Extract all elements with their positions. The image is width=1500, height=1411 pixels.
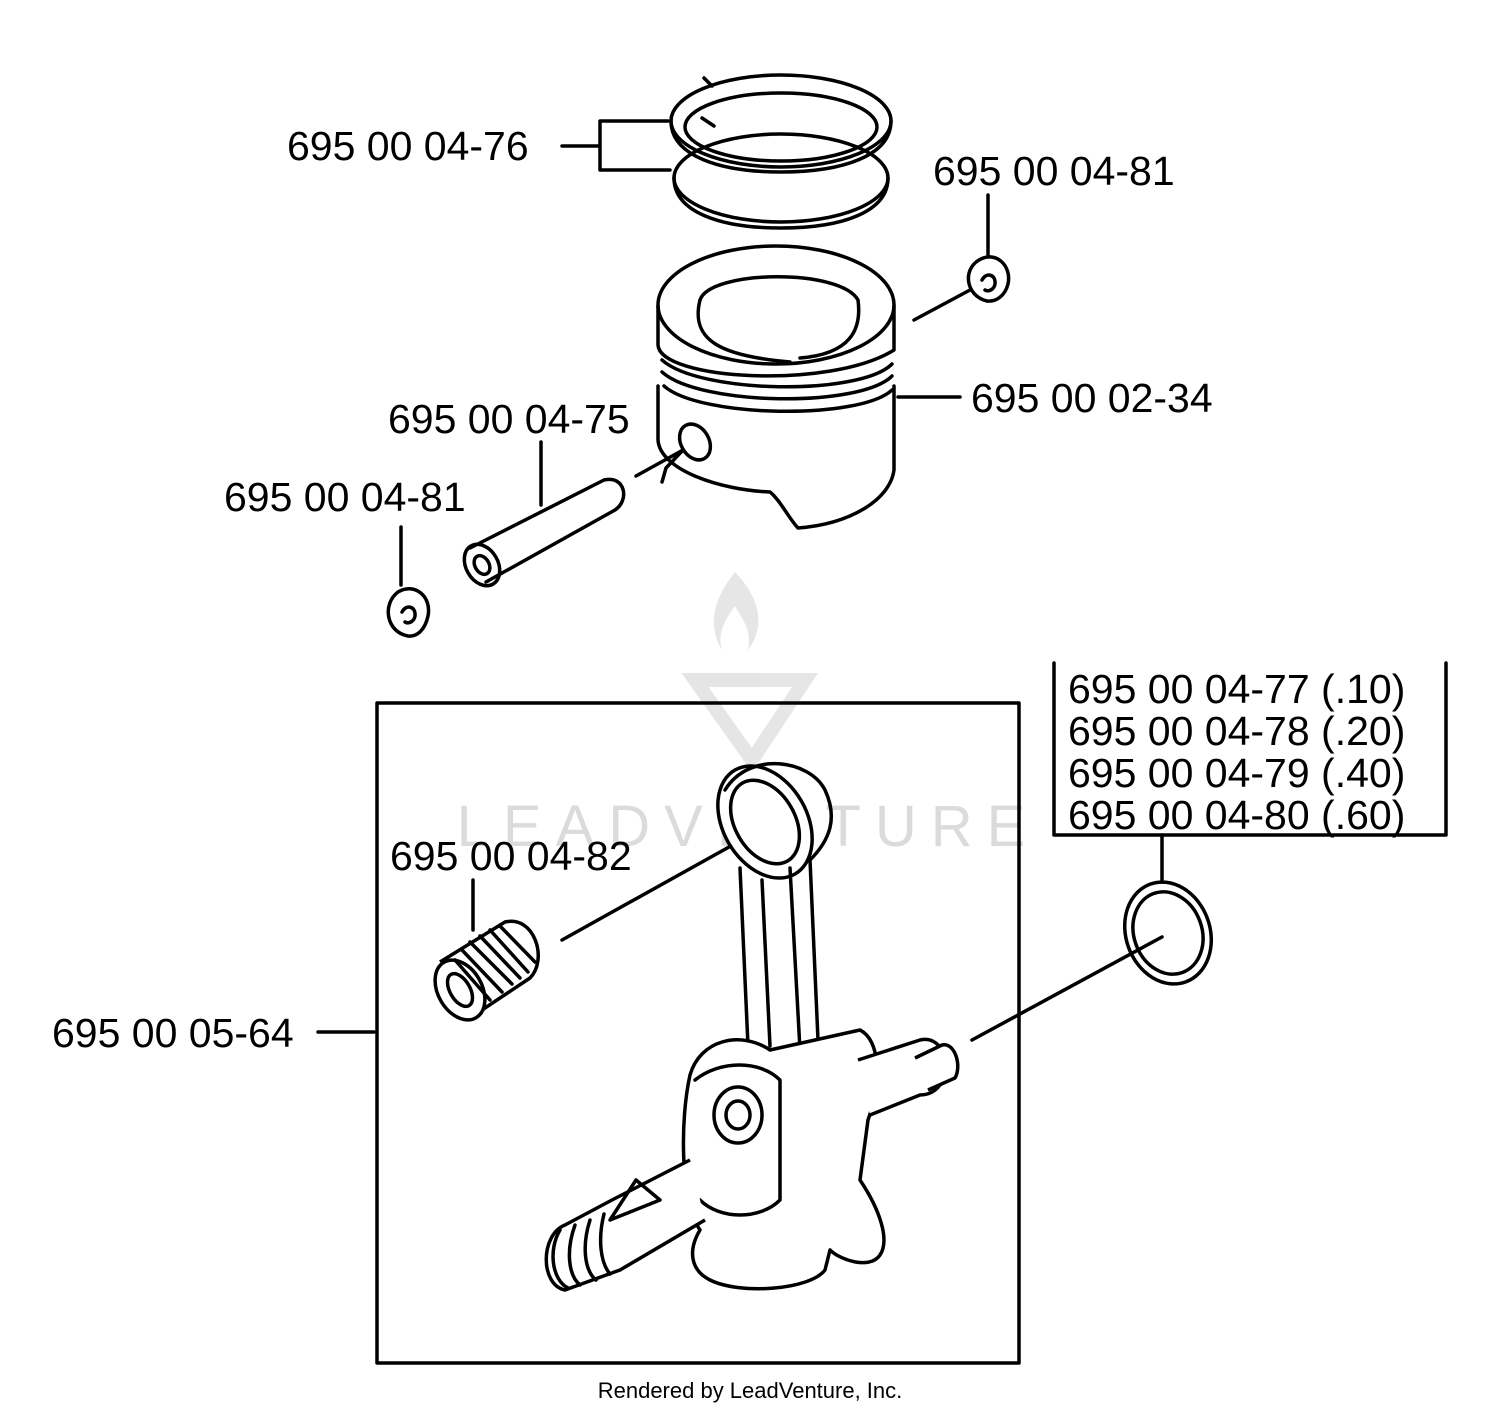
part-label-washer-option: 695 00 04-80 (.60) bbox=[1068, 792, 1405, 838]
washer-options-bracket bbox=[1052, 661, 1448, 837]
part-label-washer-option: 695 00 04-78 (.20) bbox=[1068, 708, 1405, 754]
piston-rings-drawing bbox=[560, 73, 893, 230]
thrust-washer-drawing bbox=[1122, 833, 1214, 986]
piston-drawing bbox=[634, 244, 962, 530]
crankshaft-drawing bbox=[544, 762, 1164, 1292]
part-label-piston-pin: 695 00 04-75 bbox=[388, 396, 630, 442]
part-label-washer-option: 695 00 04-77 (.10) bbox=[1068, 666, 1405, 712]
circlip-left-drawing bbox=[386, 525, 431, 638]
piston-pin-drawing bbox=[462, 440, 626, 588]
crankshaft-assembly-frame bbox=[375, 701, 1021, 1365]
needle-bearing-drawing bbox=[433, 840, 740, 1022]
part-label-needle-bearing: 695 00 04-82 bbox=[390, 833, 632, 879]
part-label-rings: 695 00 04-76 bbox=[287, 123, 529, 169]
part-label-piston: 695 00 02-34 bbox=[971, 375, 1213, 421]
part-label-washer-option: 695 00 04-79 (.40) bbox=[1068, 750, 1405, 796]
circlip-right-drawing bbox=[912, 193, 1011, 322]
rendered-by-footer: Rendered by LeadVenture, Inc. bbox=[598, 1378, 903, 1403]
part-label-crankshaft-assembly: 695 00 05-64 bbox=[52, 1010, 294, 1056]
part-label-circlip-right: 695 00 04-81 bbox=[933, 148, 1175, 194]
part-label-circlip-left: 695 00 04-81 bbox=[224, 474, 466, 520]
